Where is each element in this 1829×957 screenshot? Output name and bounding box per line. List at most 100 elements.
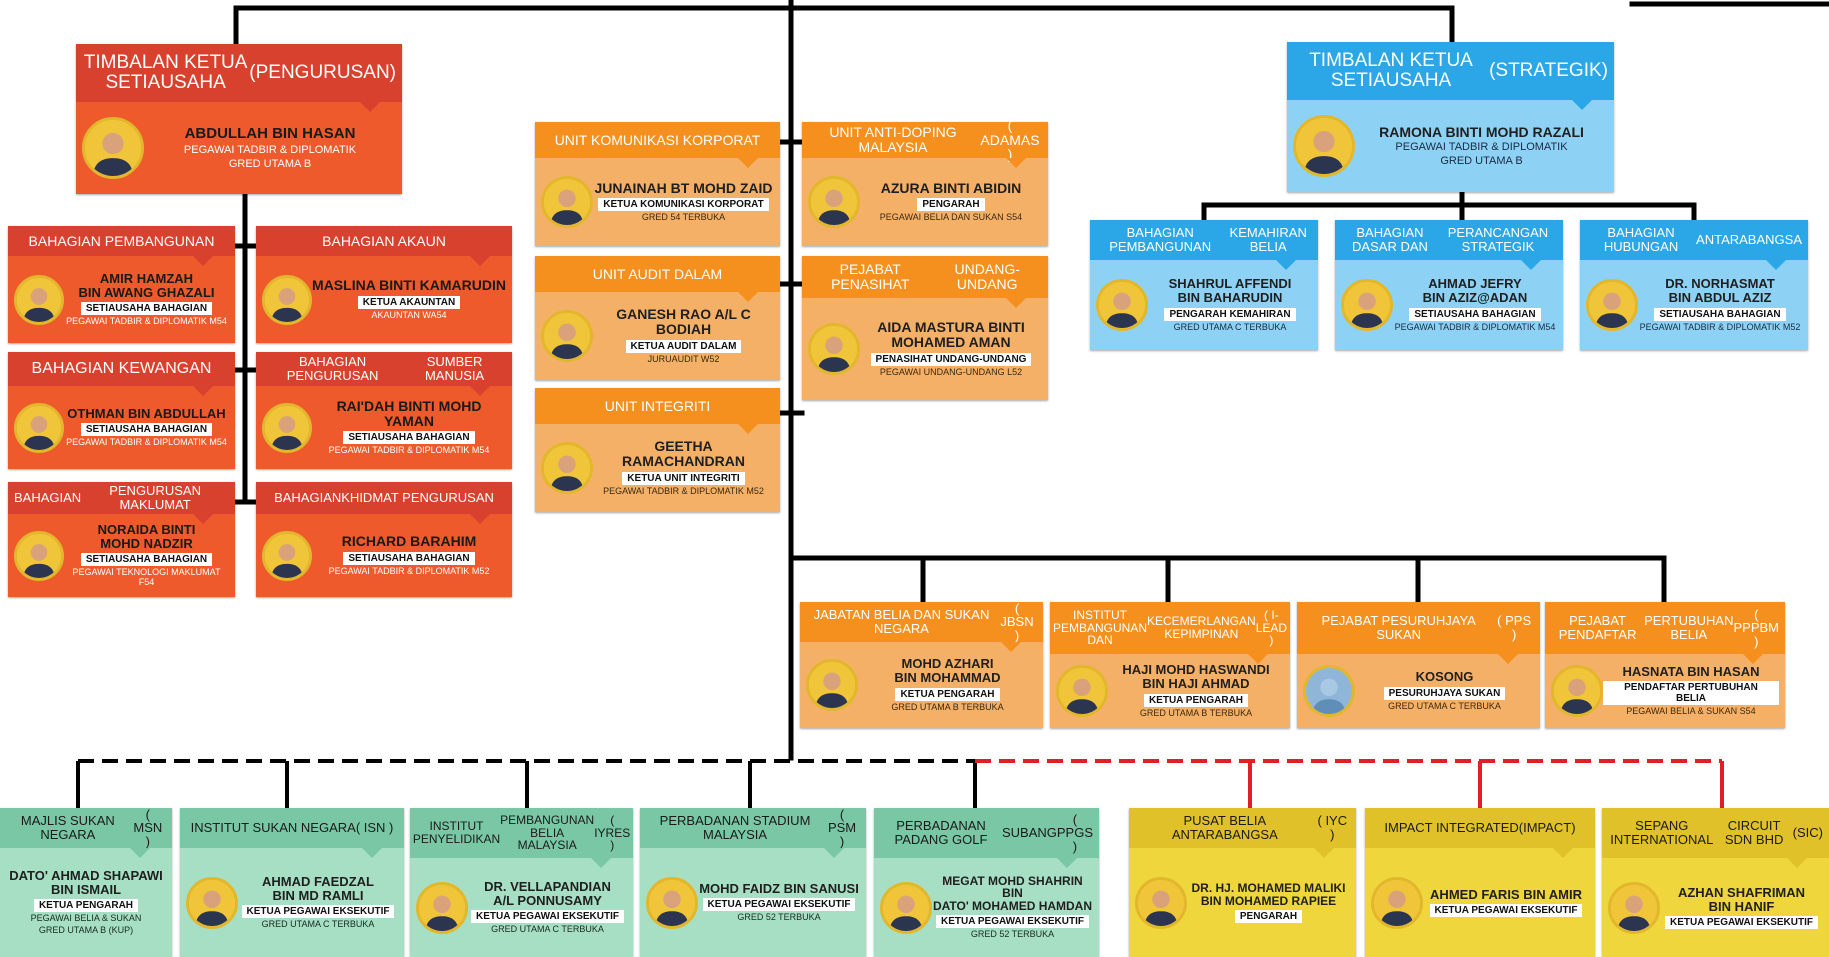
avatar bbox=[541, 442, 593, 494]
org-box-title-line: BAHAGIAN PEMBANGUNAN bbox=[1109, 225, 1212, 254]
person-name: MOHAMED AMAN bbox=[891, 334, 1011, 351]
person-silhouette-icon bbox=[419, 884, 465, 931]
person-name: JUNAINAH BT MOHD ZAID bbox=[594, 179, 773, 196]
org-box-title-line: INSTITUT PEMBANGUNAN DAN bbox=[1052, 608, 1147, 648]
person-silhouette-icon bbox=[265, 405, 309, 450]
avatar bbox=[1135, 876, 1187, 929]
person-name: RICHARD BARAHIM bbox=[341, 533, 477, 550]
org-box-title: UNIT AUDIT DALAM bbox=[535, 256, 780, 302]
avatar bbox=[1293, 115, 1355, 177]
position-badge: KETUA PENGARAH bbox=[33, 899, 139, 913]
org-box-title-line: PEMBANGUNAN BELIA MALAYSIA bbox=[500, 813, 595, 853]
grade-text: GRED UTAMA B bbox=[228, 157, 312, 170]
org-box-title-line: KECEMERLANGAN KEPIMPINAN bbox=[1146, 614, 1256, 641]
org-box-title-line: KHIDMAT PENGURUSAN bbox=[341, 490, 494, 506]
person-silhouette-icon bbox=[544, 179, 590, 225]
person-silhouette-icon bbox=[811, 179, 857, 225]
org-box-impact: IMPACT INTEGRATED(IMPACT)AHMED FARIS BIN… bbox=[1365, 808, 1595, 957]
person-name: DATO' MOHAMED HAMDAN bbox=[932, 898, 1093, 913]
person-name: BIN ABDUL AZIZ bbox=[1668, 290, 1772, 306]
org-box-title-line: IMPACT INTEGRATED bbox=[1384, 820, 1519, 836]
org-box-psm: PERBADANAN STADIUM MALAYSIA( PSM ) MOHD F… bbox=[640, 807, 866, 957]
person-name: KOSONG bbox=[1415, 669, 1474, 685]
grade-text: PEGAWAI TADBIR & DIPLOMATIK bbox=[1395, 141, 1568, 154]
grade-text: GRED 52 TERBUKA bbox=[970, 929, 1055, 940]
avatar bbox=[82, 117, 144, 179]
person-silhouette-icon bbox=[544, 313, 590, 359]
grade-text: GRED UTAMA B TERBUKA bbox=[891, 701, 1004, 712]
org-box-title-line: KEMAHIRAN BELIA bbox=[1229, 225, 1307, 254]
org-box-title: BAHAGIAN PEMBANGUNAN KEMAHIRAN BELIA bbox=[1090, 220, 1318, 270]
position-badge: KETUA AUDIT DALAM bbox=[625, 339, 742, 353]
person-name: OTHMAN BIN ABDULLAH bbox=[67, 405, 226, 421]
org-box-bah-kemahiran: BAHAGIAN PEMBANGUNAN KEMAHIRAN BELIA SHAHR… bbox=[1090, 220, 1318, 350]
org-box-msn: MAJLIS SUKAN NEGARA( MSN )DATO' AHMAD SH… bbox=[0, 806, 172, 957]
org-box-title-line: UNIT INTEGRITI bbox=[604, 397, 711, 414]
person-silhouette-icon bbox=[17, 405, 61, 450]
avatar bbox=[880, 881, 932, 934]
avatar bbox=[1586, 279, 1638, 331]
person-name: AIDA MASTURA BINTI bbox=[877, 319, 1025, 336]
grade-text: GRED UTAMA C TERBUKA bbox=[491, 924, 604, 935]
org-box-title: UNIT INTEGRITI bbox=[535, 388, 780, 434]
org-box-title-line: ( MSN ) bbox=[133, 806, 163, 849]
org-box-title: UNIT KOMUNIKASI KORPORAT bbox=[535, 122, 780, 168]
position-badge: KETUA PEGAWAI EKSEKUTIF bbox=[1665, 916, 1818, 930]
position-badge: SETIAUSAHA BAHAGIAN bbox=[80, 553, 213, 567]
org-box-title-line: PEJABAT PENDAFTAR bbox=[1558, 613, 1637, 642]
position-badge: PENGARAH bbox=[1234, 910, 1303, 924]
person-name: AZURA BINTI ABIDIN bbox=[880, 179, 1022, 196]
grade-text: GRED 54 TERBUKA bbox=[641, 212, 726, 223]
avatar bbox=[1303, 665, 1355, 717]
org-box-title-line: ( IYRES ) bbox=[594, 813, 631, 853]
org-box-jbsn: JABATAN BELIA DAN SUKAN NEGARA( JBSN )MO… bbox=[800, 601, 1043, 728]
person-silhouette-icon bbox=[1138, 879, 1184, 926]
person-silhouette-icon bbox=[544, 445, 590, 491]
position-badge: PENGARAH KEMAHIRAN bbox=[1164, 307, 1296, 321]
person-name: MOHD NADZIR bbox=[100, 535, 193, 551]
org-box-title: PUSAT BELIA ANTARABANGSA( IYC ) bbox=[1129, 808, 1356, 858]
org-box-title-line: ANTARABANGSA bbox=[1696, 232, 1802, 248]
org-box-title-line: CIRCUIT SDN BHD bbox=[1724, 818, 1784, 847]
grade-text: PEGAWAI UNDANG-UNDANG L52 bbox=[879, 366, 1023, 377]
org-box-title: PERBADANAN STADIUM MALAYSIA( PSM ) bbox=[640, 807, 866, 858]
position-badge: KETUA UNIT INTEGRITI bbox=[622, 471, 745, 485]
grade-text: GRED UTAMA C TERBUKA bbox=[1388, 700, 1501, 711]
org-box-tks-pengurusan: TIMBALAN KETUA SETIAUSAHA(PENGURUSAN)ABD… bbox=[76, 44, 402, 194]
org-box-title-line: (PENGURUSAN) bbox=[249, 62, 396, 84]
